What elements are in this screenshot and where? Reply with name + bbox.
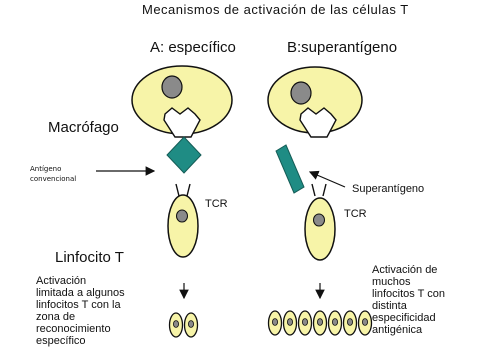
macrophage-b xyxy=(268,67,362,137)
column-a-title: A: específico xyxy=(150,39,236,56)
t-lymphocyte-a-body xyxy=(168,195,198,257)
note-a-line1: Activación xyxy=(36,275,86,287)
note-b-line5: especificidad xyxy=(372,312,436,324)
note-a-line6: específico xyxy=(36,335,86,347)
note-a-line2: limitada a algunos xyxy=(36,287,125,299)
t-lymphocyte-a-nucleus xyxy=(177,210,188,222)
tcr-b-label: TCR xyxy=(344,208,367,220)
note-a-line5: reconocimiento xyxy=(36,323,111,335)
conventional-antigen-diamond xyxy=(167,137,201,173)
daughter-cells-b xyxy=(269,311,372,335)
daughter-a-cell-1-nucleus xyxy=(173,321,178,328)
t-lymphocyte-a xyxy=(168,184,198,257)
superantigen-rod xyxy=(276,145,304,193)
diagram-title: Mecanismos de activación de las células … xyxy=(142,2,409,17)
t-lymphocyte-b-nucleus xyxy=(314,214,325,226)
daughter-b-cell-6-nucleus xyxy=(347,319,352,326)
tcr-a-icon xyxy=(176,184,190,196)
daughter-b-cell-4-nucleus xyxy=(317,319,322,326)
daughter-b-cell-2-nucleus xyxy=(287,319,292,326)
macrophage-b-nucleus xyxy=(291,82,311,104)
column-b-title: B:superantígeno xyxy=(287,39,397,56)
macrophage-label: Macrófago xyxy=(48,119,119,136)
daughter-cells-a xyxy=(170,313,198,337)
tcr-a-label: TCR xyxy=(205,198,228,210)
antigen-label-line1: Antígeno xyxy=(30,165,61,173)
macrophage-a xyxy=(132,66,232,137)
superantigen-label: Superantígeno xyxy=(352,183,424,195)
daughter-a-cell-2-nucleus xyxy=(188,321,193,328)
daughter-b-cell-3-nucleus xyxy=(302,319,307,326)
note-a-line3: linfocitos T con la xyxy=(36,299,121,311)
note-b-line1: Activación de xyxy=(372,264,437,276)
tcr-b-icon xyxy=(312,184,326,196)
antigen-label-line2: convencional xyxy=(30,175,76,183)
superantigen-pointer-arrow xyxy=(310,172,345,187)
daughter-b-cell-5-nucleus xyxy=(332,319,337,326)
t-lymphocyte-b-body xyxy=(305,198,335,260)
note-b-line4: distinta xyxy=(372,300,408,312)
note-a-line4: zona de xyxy=(36,311,75,323)
lymphocyte-label: Linfocito T xyxy=(55,249,124,266)
daughter-b-cell-1-nucleus xyxy=(272,319,277,326)
note-b-line3: linfocitos T con xyxy=(372,288,445,300)
macrophage-a-nucleus xyxy=(162,76,182,98)
daughter-b-cell-7-nucleus xyxy=(362,319,367,326)
t-lymphocyte-b xyxy=(305,184,335,260)
note-b-line6: antigénica xyxy=(372,324,423,336)
note-b-line2: muchos xyxy=(372,276,411,288)
